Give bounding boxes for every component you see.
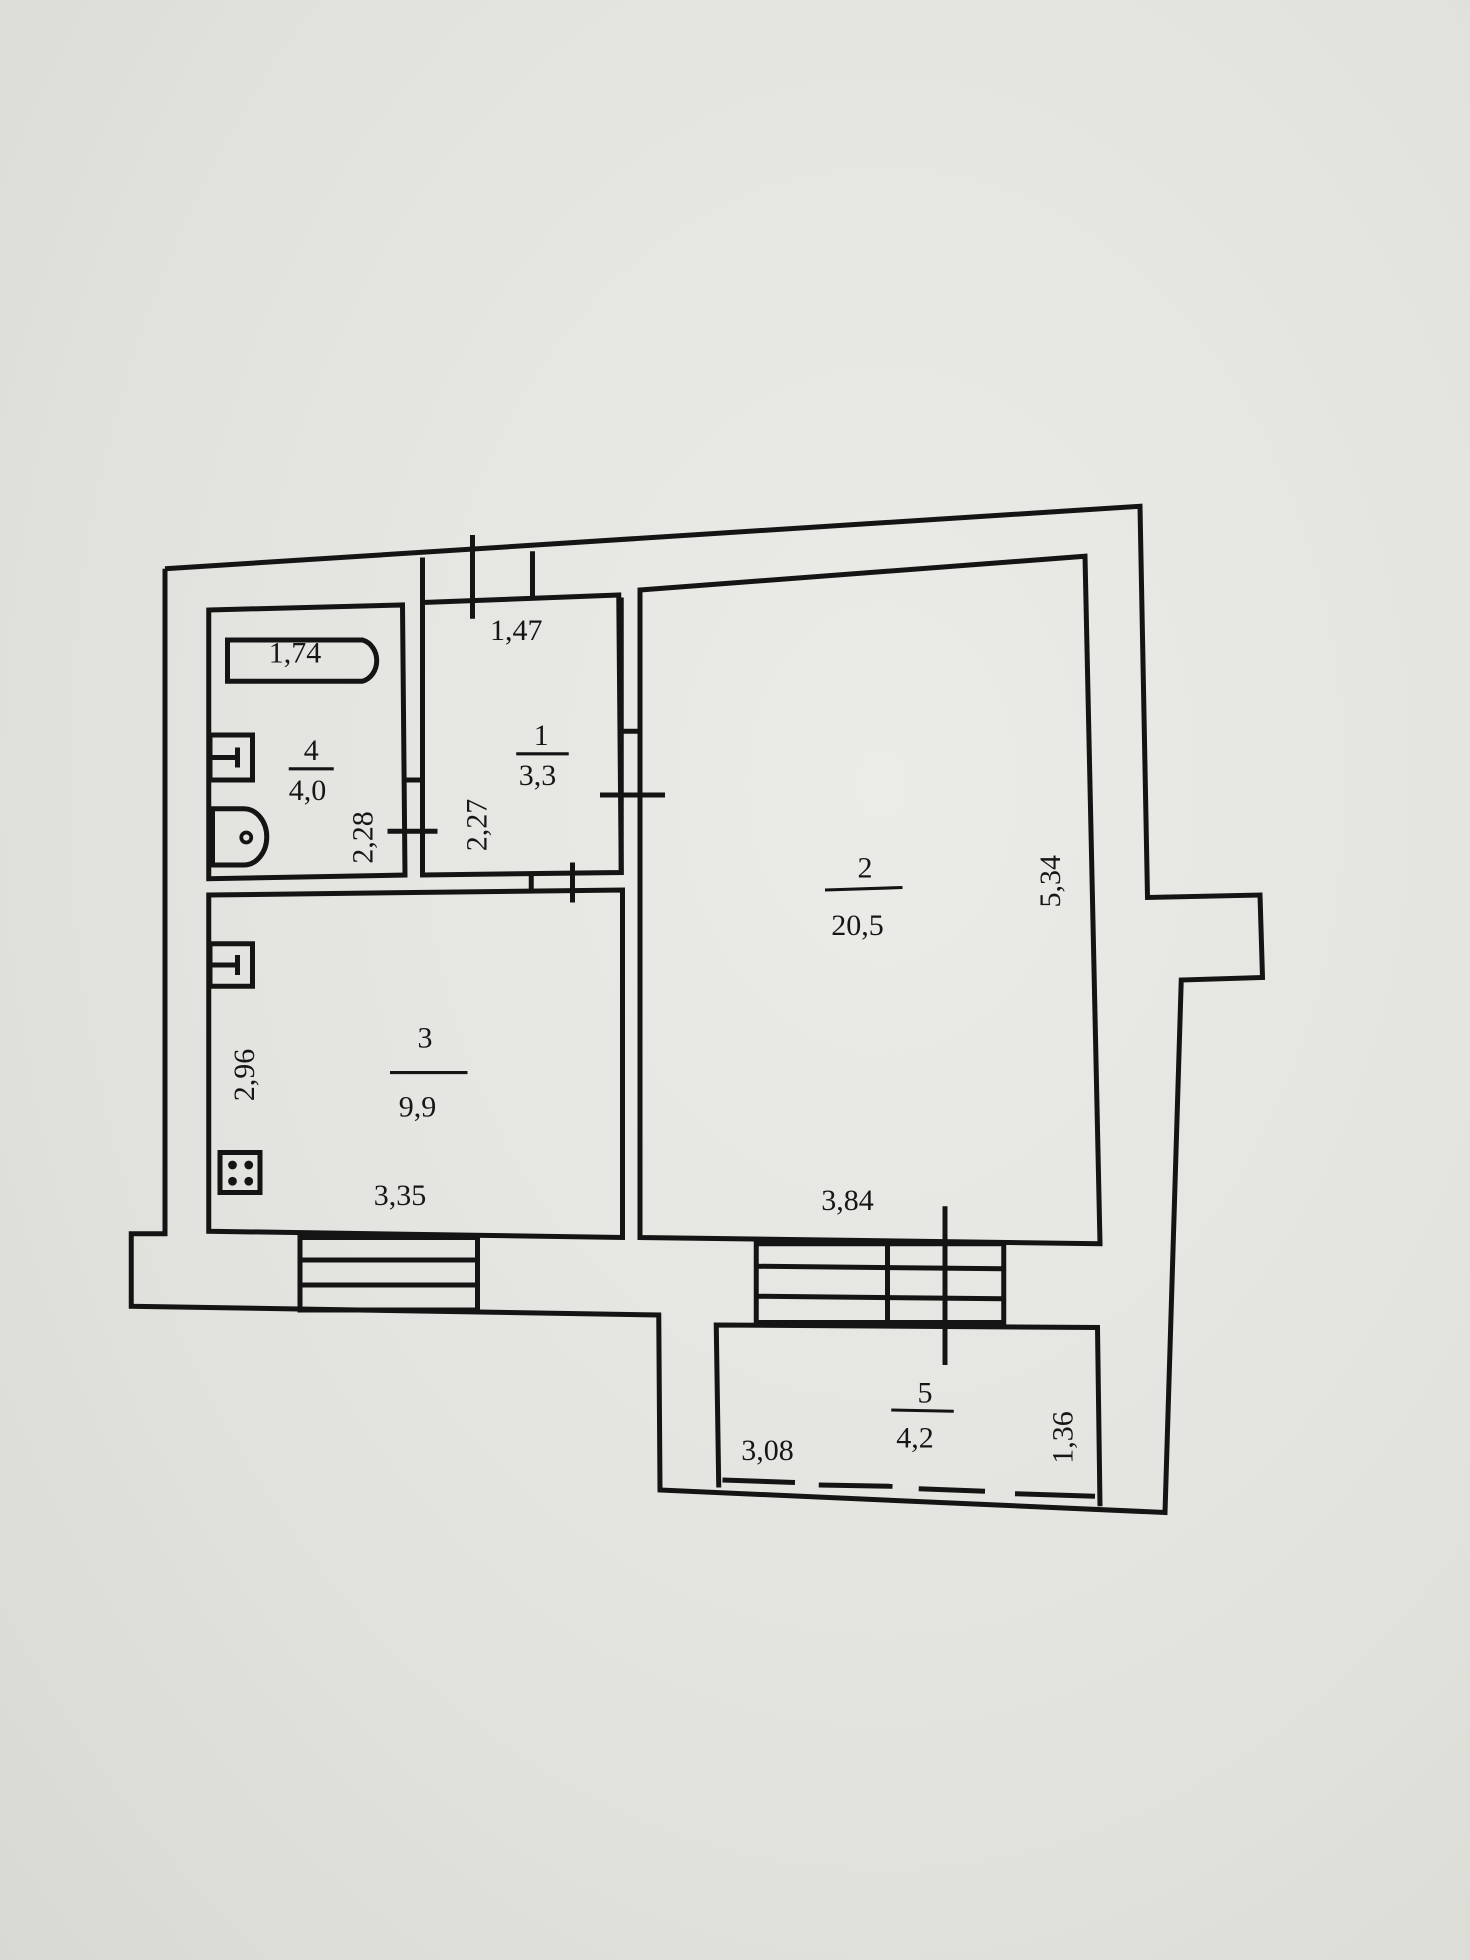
sink-icon bbox=[207, 732, 255, 783]
room-4-area: 4,0 bbox=[289, 774, 327, 807]
room-1-width: 1,47 bbox=[490, 614, 543, 647]
room-4-length: 2,28 bbox=[347, 811, 380, 864]
room-4-number: 4 bbox=[304, 734, 319, 767]
room-1-number: 1 bbox=[534, 719, 549, 752]
balcony-door-window bbox=[753, 1206, 1007, 1365]
bathtub-length: 1,74 bbox=[269, 637, 322, 670]
room-5-area: 4,2 bbox=[896, 1422, 934, 1455]
outer-wall bbox=[128, 503, 1266, 1516]
kitchen-sink-icon bbox=[207, 941, 255, 989]
room-2-length: 5,34 bbox=[1034, 855, 1067, 908]
room-3-length: 2,96 bbox=[228, 1049, 261, 1102]
room-3-width: 3,35 bbox=[374, 1179, 427, 1212]
stove-icon bbox=[217, 1150, 263, 1195]
room-1-length: 2,27 bbox=[460, 799, 493, 852]
room-2-area: 20,5 bbox=[831, 909, 884, 942]
balcony-glazing bbox=[722, 1477, 1096, 1499]
room-4-bathroom bbox=[206, 602, 408, 882]
room-5-length: 1,36 bbox=[1047, 1411, 1080, 1464]
fraction-line bbox=[891, 1408, 954, 1413]
room-3-kitchen bbox=[206, 887, 625, 1241]
room-3-number: 3 bbox=[418, 1022, 433, 1055]
room-5-number: 5 bbox=[918, 1377, 933, 1410]
room-3-area: 9,9 bbox=[399, 1090, 437, 1123]
room-5-width: 3,08 bbox=[741, 1434, 794, 1467]
bathtub-icon bbox=[225, 637, 380, 684]
toilet-icon bbox=[210, 806, 270, 868]
room-2-width: 3,84 bbox=[821, 1184, 874, 1217]
room-2-living bbox=[637, 553, 1103, 1247]
room-2-number: 2 bbox=[858, 852, 873, 885]
window-kitchen bbox=[297, 1235, 480, 1313]
room-1-area: 3,3 bbox=[519, 759, 557, 792]
room-5-balcony bbox=[713, 1322, 1103, 1507]
fraction-line bbox=[824, 885, 903, 892]
